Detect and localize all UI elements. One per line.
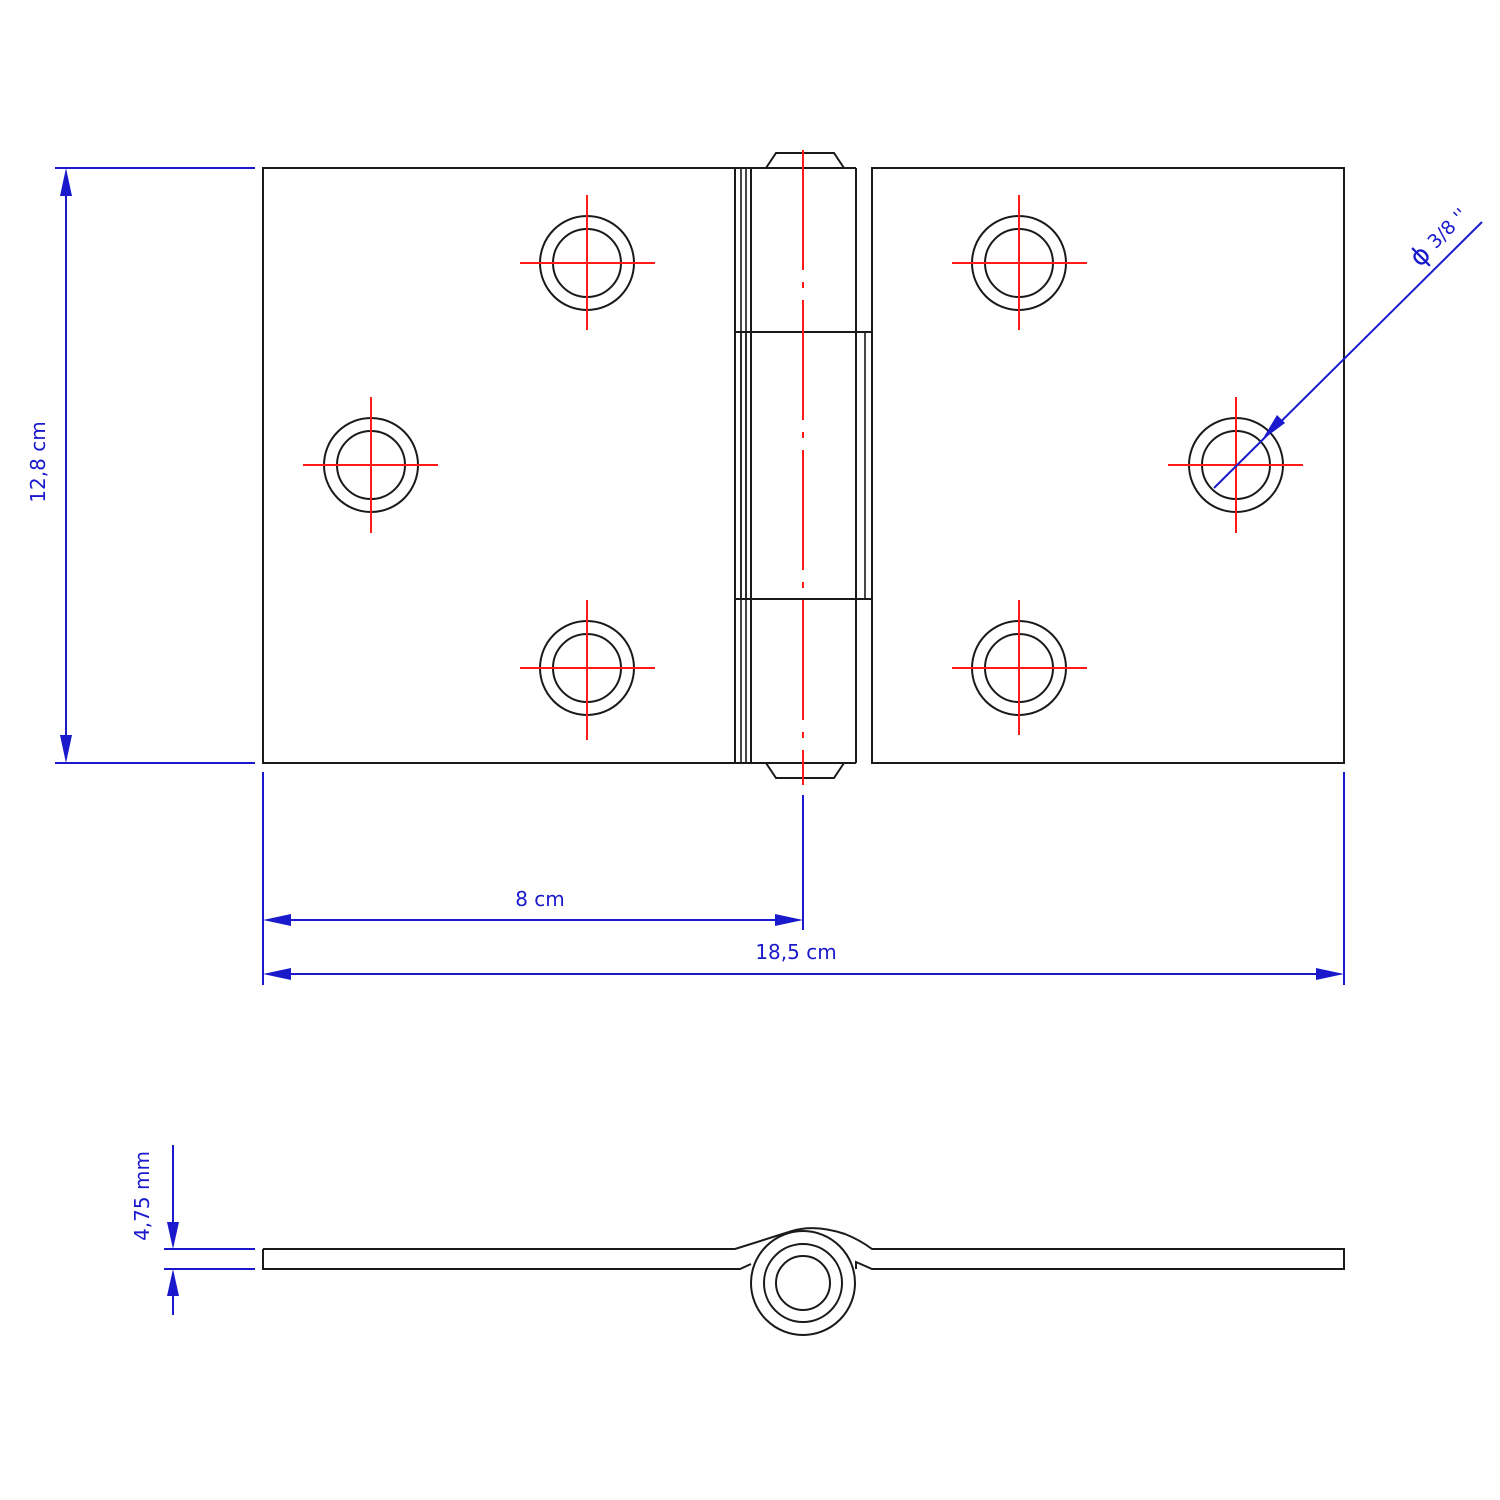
hinge-top-view bbox=[262, 150, 1345, 785]
total-width-dimension: 18,5 cm bbox=[263, 772, 1345, 985]
pin-offset-dimension: 8 cm bbox=[262, 772, 804, 985]
side-left-leaf bbox=[263, 1227, 1345, 1270]
hinge-side-view bbox=[262, 1227, 1345, 1336]
arrowhead bbox=[263, 968, 291, 980]
height-label: 12,8 cm bbox=[26, 421, 50, 502]
hinge-knuckle bbox=[734, 152, 873, 779]
pin-offset-label: 8 cm bbox=[515, 887, 565, 911]
arrowhead bbox=[775, 914, 803, 926]
arrowhead bbox=[60, 735, 72, 763]
arrowhead bbox=[167, 1222, 179, 1249]
pin-cap-bottom bbox=[765, 762, 845, 779]
hole-centerlines bbox=[303, 195, 1303, 740]
arrowhead bbox=[60, 168, 72, 196]
arrowhead bbox=[263, 914, 291, 926]
thickness-label: 4,75 mm bbox=[130, 1151, 154, 1241]
arrowhead bbox=[1316, 968, 1344, 980]
side-knuckle bbox=[750, 1230, 856, 1336]
hole-diameter-label: 3/8 '' bbox=[1424, 204, 1473, 253]
pin-cap-top bbox=[765, 152, 845, 169]
hole-diameter-callout: ϕ 3/8 '' bbox=[1213, 204, 1483, 489]
thickness-dimension: 4,75 mm bbox=[130, 1145, 255, 1315]
height-dimension: 12,8 cm bbox=[26, 167, 255, 764]
total-width-label: 18,5 cm bbox=[755, 940, 836, 964]
arrowhead bbox=[1262, 415, 1285, 440]
arrowhead bbox=[167, 1269, 179, 1296]
